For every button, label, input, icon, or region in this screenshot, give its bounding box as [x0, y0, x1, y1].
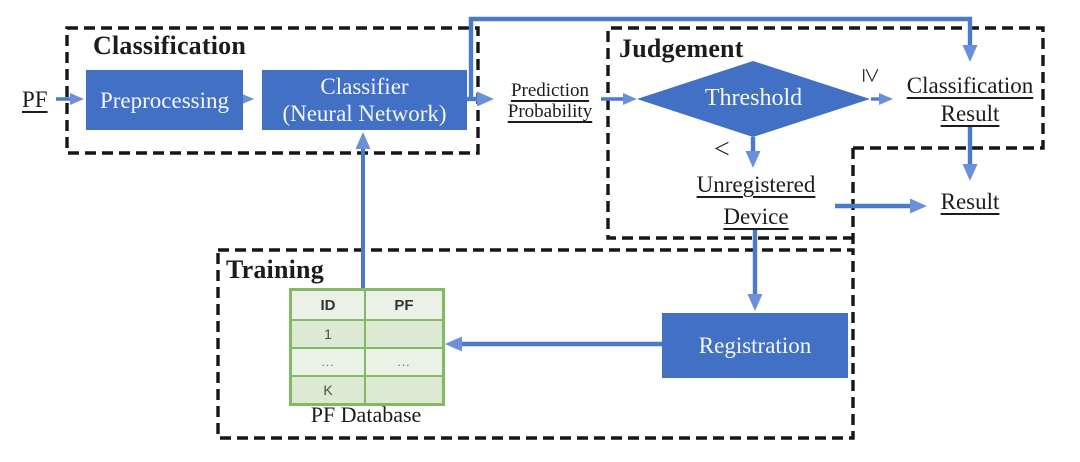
table-header-id: ID: [291, 290, 365, 320]
prediction-probability-line2: Probability: [507, 101, 593, 122]
classification-result-line1: Classification: [906, 73, 1034, 98]
arrow-top-feedback-to-classification-result: [468, 16, 978, 99]
registration-box: Registration: [662, 313, 848, 378]
table-cell-row3-pf: [365, 376, 443, 404]
registration-label: Registration: [698, 333, 812, 358]
judgement-title: Judgement: [619, 34, 744, 63]
judgement-box: [606, 26, 1045, 240]
preprocessing-label: Preprocessing: [99, 87, 230, 113]
table-header-pf: PF: [365, 290, 443, 320]
pf-database-table: ID PF 1 ... ... K: [289, 288, 445, 406]
prediction-probability-line1: Prediction: [510, 80, 590, 101]
unregistered-device-line2: Device: [723, 204, 789, 229]
geq-symbol: ≥: [856, 68, 887, 83]
classifier-box: Classifier (Neural Network): [262, 70, 467, 130]
classification-result-label: Classification Result: [895, 72, 1045, 128]
classifier-label-line2: (Neural Network): [282, 101, 447, 126]
threshold-diamond: [637, 61, 870, 137]
pf-database-caption: PF Database: [310, 402, 422, 427]
training-box: [216, 248, 855, 440]
classification-title: Classification: [93, 31, 247, 60]
classifier-label-line1: Classifier: [320, 74, 409, 99]
result-label: Result: [940, 189, 1000, 214]
lt-symbol: <: [714, 134, 730, 165]
pf-input-label: PF: [22, 87, 48, 112]
classification-box: [65, 26, 480, 155]
table-cell-row2-pf: ...: [365, 348, 443, 376]
training-title: Training: [226, 255, 324, 284]
threshold-label: Threshold: [704, 85, 803, 111]
unregistered-device-label: Unregistered Device: [686, 169, 826, 233]
table-cell-row1-pf: [365, 320, 443, 348]
unregistered-device-line1: Unregistered: [696, 172, 816, 197]
preprocessing-box: Preprocessing: [86, 70, 243, 130]
table-cell-row1-id: 1: [291, 320, 365, 348]
classification-result-line2: Result: [940, 101, 1000, 126]
prediction-probability-label: Prediction Probability: [494, 80, 606, 122]
table-cell-row2-id: ...: [291, 348, 365, 376]
table-cell-row3-id: K: [291, 376, 365, 404]
